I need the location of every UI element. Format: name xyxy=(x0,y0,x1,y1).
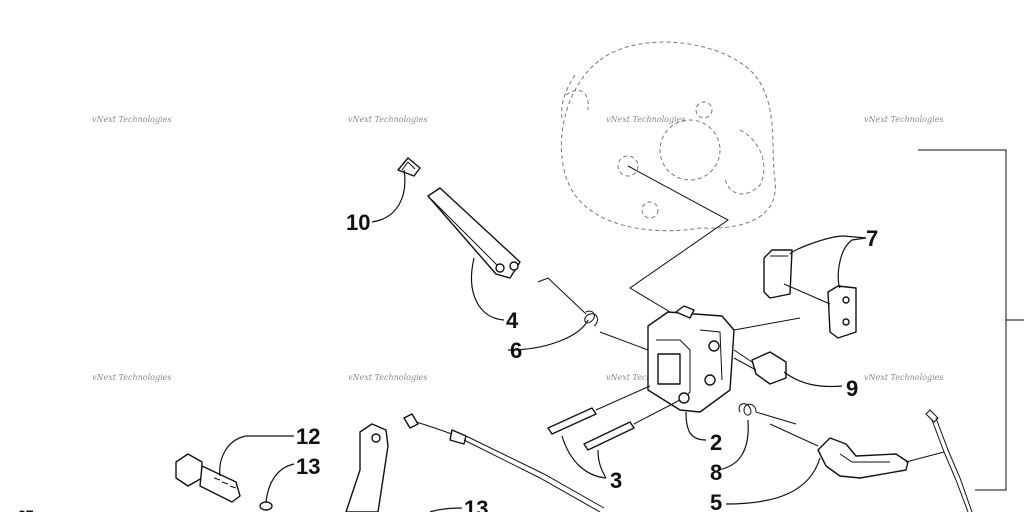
callout-2: 2 xyxy=(710,430,722,455)
callout-13: 13 xyxy=(296,454,320,479)
spring-small-part xyxy=(738,403,797,425)
caliper-body-part xyxy=(599,305,801,413)
callout-labels: 10 4 6 7 9 2 3 8 5 12 13 13 27 xyxy=(18,210,878,512)
spring-part xyxy=(537,277,598,327)
alignment-line xyxy=(627,165,729,319)
watermarks: vNext Technologies vNext Technologies vN… xyxy=(92,115,943,382)
watermark: vNext Technologies xyxy=(92,373,171,382)
pins-part xyxy=(547,385,681,451)
callout-3: 3 xyxy=(610,468,622,493)
watermark: vNext Technologies xyxy=(348,373,427,382)
callout-6: 6 xyxy=(510,338,522,363)
clip-part xyxy=(397,157,421,177)
callout-12: 12 xyxy=(296,424,320,449)
brake-lever-part xyxy=(769,423,909,479)
callout-10: 10 xyxy=(346,210,370,235)
watermark: vNext Technologies xyxy=(606,373,685,382)
brake-pads-part xyxy=(763,249,857,339)
callout-4: 4 xyxy=(506,308,519,333)
watermark: vNext Technologies xyxy=(92,115,171,124)
callout-8: 8 xyxy=(710,460,722,485)
lever-arm-part xyxy=(427,187,521,279)
group-bracket xyxy=(918,149,1007,491)
callout-13-lower: 13 xyxy=(464,496,488,512)
washer-part xyxy=(259,501,273,511)
brake-disc-outline xyxy=(560,41,776,232)
pivot-bolt-part xyxy=(175,453,241,503)
lower-lever-part xyxy=(345,423,389,512)
watermark: vNext Technologies xyxy=(348,115,427,124)
center-cable-part xyxy=(403,413,605,512)
cable-part xyxy=(905,409,973,512)
watermark: vNext Technologies xyxy=(864,373,943,382)
bolt-part xyxy=(733,349,787,385)
callout-27: 27 xyxy=(18,507,34,512)
watermark: vNext Technologies xyxy=(606,115,685,124)
callout-9: 9 xyxy=(846,376,858,401)
callout-5: 5 xyxy=(710,490,722,512)
watermark: vNext Technologies xyxy=(864,115,943,124)
callout-7: 7 xyxy=(866,226,878,251)
leader-lines xyxy=(219,169,867,512)
